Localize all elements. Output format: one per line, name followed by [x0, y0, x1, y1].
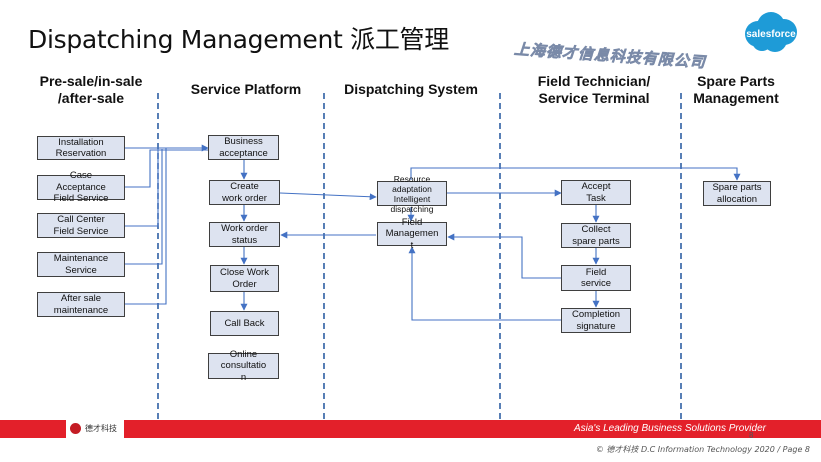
connector: [410, 167, 741, 181]
box-text-line: Field Service: [53, 193, 109, 205]
box-text-line: Maintenance: [53, 253, 109, 264]
footer-company-logo: 德才科技: [66, 420, 124, 438]
company-seal-icon: [70, 423, 81, 434]
create-work-order-box: Create work order: [209, 180, 280, 205]
box-text-line: spare parts: [572, 235, 620, 247]
column-header-dispatching-system: Dispatching System: [344, 81, 478, 97]
box-text-line: signature: [576, 320, 616, 332]
box-text-line: Completion: [571, 309, 621, 320]
work-order-status-box: Work order status: [209, 222, 280, 247]
maintenance-service-box: Maintenance Service: [37, 252, 125, 277]
connector: [125, 149, 159, 227]
field-management-box: Field Managemen t: [377, 217, 447, 251]
box-text-line: Order: [232, 278, 257, 290]
connector: [125, 149, 163, 265]
accept-task-box: Accept Task: [561, 180, 631, 205]
box-text-line: Acceptance: [56, 181, 106, 193]
box-text-line: status: [231, 234, 258, 246]
box-text-line: Resource: [393, 173, 431, 184]
box-text-line: Reservation: [55, 148, 107, 159]
box-text-line: Managemen: [385, 228, 439, 240]
business-acceptance-box: Business acceptance: [208, 135, 279, 160]
online-consultation-box: Online consultatio n: [208, 349, 279, 383]
box-text-line: Field Service: [53, 225, 109, 237]
box-text-line: t: [410, 239, 414, 251]
footer-copyright: © 德才科技 D.C Information Technology 2020 /…: [595, 445, 810, 454]
box-text-line: Create: [230, 181, 259, 192]
box-text-line: Field: [585, 266, 607, 278]
footer-logo-text: 德才科技: [85, 424, 117, 433]
connector: [125, 149, 208, 188]
box-text-line: Spare parts: [712, 182, 762, 193]
resource-adaptation-box: Resource adaptation Intelligent dispatch…: [377, 174, 447, 214]
box-text-line: dispatching: [390, 203, 434, 214]
footer-bar: [0, 420, 821, 438]
page-number: 8: [749, 431, 754, 440]
box-text-line: Intelligent: [393, 193, 431, 204]
collect-spare-parts-box: Collect spare parts: [561, 223, 631, 248]
after-sale-maintenance-box: After sale maintenance: [37, 292, 125, 317]
box-text-line: Call Back: [224, 317, 265, 329]
connector: [447, 233, 561, 279]
box-text-line: Installation: [58, 136, 104, 148]
box-text-line: Service: [65, 264, 97, 276]
box-text-line: Call Center: [57, 214, 105, 225]
close-work-order-box: Close Work Order: [210, 265, 279, 292]
column-header-service-platform: Service Platform: [190, 81, 302, 97]
box-text-line: Collect: [581, 224, 611, 235]
call-center-box: Call Center Field Service: [37, 213, 125, 238]
completion-signature-box: Completion signature: [561, 308, 631, 333]
box-text-line: Close Work: [220, 267, 269, 278]
slide-title: Dispatching Management 派工管理: [28, 25, 449, 54]
field-service-box: Field service: [561, 265, 631, 291]
column-header-spare-parts: Spare Parts Management: [693, 73, 779, 106]
box-text-line: Business: [224, 136, 263, 147]
box-text-line: Task: [586, 192, 606, 204]
box-text-line: maintenance: [53, 304, 109, 316]
column-header-field-technician: Field Technician/ Service Terminal: [537, 73, 651, 106]
box-text-line: Field: [401, 216, 423, 228]
salesforce-cloud-icon: [745, 12, 797, 52]
box-text-line: consultatio: [220, 360, 267, 372]
box-text-line: After sale: [60, 293, 102, 304]
box-text-line: work order: [222, 192, 267, 204]
connector: [125, 148, 167, 305]
box-text-line: Case: [69, 170, 93, 182]
box-text-line: service: [580, 278, 612, 289]
column-header-presale: Pre-sale/in-sale /after-sale: [39, 73, 143, 106]
salesforce-logo-text: salesforce: [746, 29, 796, 40]
connector-lines: [125, 144, 741, 321]
box-text-line: adaptation: [392, 183, 432, 194]
footer-tagline: Asia's Leading Business Solutions Provid…: [573, 423, 766, 434]
call-back-box: Call Back: [210, 311, 279, 336]
case-acceptance-box: Case Acceptance Field Service: [37, 170, 125, 204]
box-text-line: Work order: [221, 223, 268, 234]
spare-parts-allocation-box: Spare parts allocation: [703, 181, 771, 206]
box-text-line: acceptance: [219, 147, 268, 159]
box-text-line: Accept: [581, 181, 611, 192]
connector: [408, 246, 561, 321]
box-text-line: allocation: [716, 193, 758, 205]
connector: [279, 192, 377, 201]
salesforce-logo: salesforce: [745, 12, 797, 52]
box-text-line: n: [240, 371, 247, 383]
box-text-line: Online: [229, 348, 258, 360]
